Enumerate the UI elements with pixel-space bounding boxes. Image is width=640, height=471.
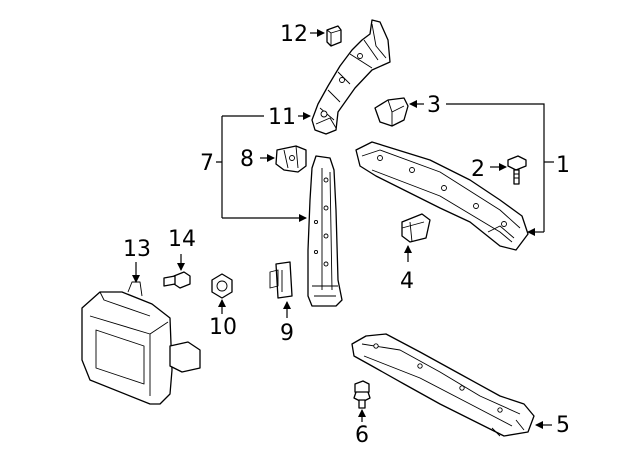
- leader-lines: [132, 29, 554, 429]
- part-1-upper-tie-bar: [355, 141, 529, 251]
- callout-14: 14: [168, 227, 196, 252]
- part-7-side-support: [307, 155, 343, 307]
- callout-4: 4: [400, 269, 414, 294]
- callout-labels: 12 11 7 8 3 1 2 4 13 14 10 9 6 5: [123, 22, 570, 448]
- part-5-lower-tie-bar: [351, 333, 535, 437]
- part-12-clip: [326, 25, 342, 47]
- part-11-upper-support: [311, 19, 391, 135]
- callout-5: 5: [556, 413, 570, 438]
- callout-11: 11: [268, 105, 296, 130]
- callout-10: 10: [209, 315, 237, 340]
- part-13-sensor-module: [81, 281, 201, 405]
- callout-2: 2: [471, 157, 485, 182]
- part-14-bolt: [163, 271, 191, 289]
- callout-12: 12: [280, 22, 308, 47]
- part-2-bolt: [507, 155, 527, 185]
- callout-8: 8: [240, 147, 254, 172]
- part-4-bracket: [401, 213, 431, 243]
- callout-9: 9: [280, 321, 294, 346]
- part-8-bracket: [275, 145, 307, 173]
- callout-13: 13: [123, 237, 151, 262]
- part-6-bolt: [353, 380, 371, 409]
- callout-3: 3: [427, 93, 441, 118]
- callout-6: 6: [355, 423, 369, 448]
- part-3-bracket: [374, 97, 409, 127]
- callout-1: 1: [556, 153, 570, 178]
- part-10-nut: [211, 273, 233, 299]
- callout-7: 7: [200, 151, 214, 176]
- part-9-bracket: [269, 261, 293, 299]
